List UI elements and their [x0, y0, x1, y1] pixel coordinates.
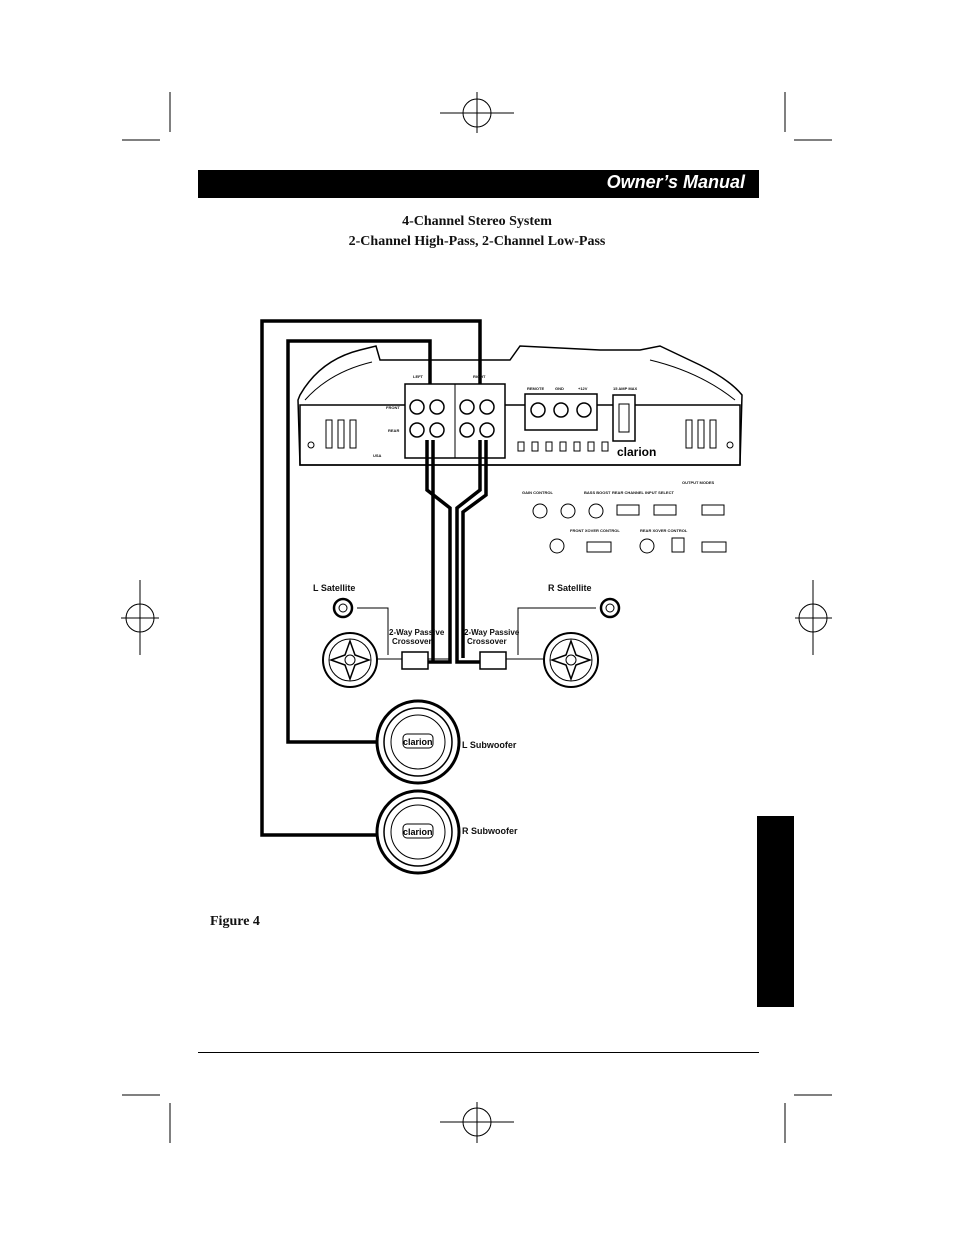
cp-rear-xover-label: REAR XOVER CONTROL — [640, 528, 688, 533]
amp-label-usa: USA — [373, 453, 382, 458]
amp-label-rear: REAR — [388, 428, 399, 433]
control-panel — [532, 503, 727, 554]
section-tab — [757, 816, 794, 1007]
r-subwoofer-brand: clarion — [403, 827, 433, 837]
crossover-left-line1: 2-Way Passive — [389, 628, 445, 637]
l-satellite-label: L Satellite — [313, 583, 355, 593]
amp-label-fuse: 15 AMP MAX — [613, 386, 638, 391]
cp-gain-label: GAIN CONTROL — [522, 490, 553, 495]
r-satellite-label: R Satellite — [548, 583, 592, 593]
amp-label-left: LEFT — [413, 374, 424, 379]
amplifier — [297, 345, 743, 466]
coaxial-speakers — [322, 632, 599, 688]
footer-rule — [198, 1052, 759, 1053]
cp-rear-select-label: REAR CHANNEL INPUT SELECT — [612, 490, 674, 495]
amp-brand-logo: clarion — [617, 445, 656, 459]
r-subwoofer-label: R Subwoofer — [462, 826, 518, 836]
crossovers — [401, 651, 507, 670]
heading-line-2: 2-Channel High-Pass, 2-Channel Low-Pass — [348, 234, 606, 249]
crossover-right-line2: Crossover — [467, 637, 507, 646]
cp-output-modes-label: OUTPUT MODES — [682, 480, 715, 485]
cp-bass-label: BASS BOOST — [584, 490, 611, 495]
speaker-wires — [260, 319, 488, 837]
crossover-right-line1: 2-Way Passive — [464, 628, 520, 637]
tweeters — [332, 597, 621, 619]
amp-label-front: FRONT — [386, 405, 400, 410]
cp-front-xover-label: FRONT XOVER CONTROL — [570, 528, 620, 533]
heading-line-1: 4-Channel Stereo System — [402, 214, 552, 229]
l-subwoofer-brand: clarion — [403, 737, 433, 747]
crossover-left-line2: Crossover — [392, 637, 432, 646]
figure-caption: Figure 4 — [210, 914, 260, 929]
amp-label-remote: REMOTE — [527, 386, 544, 391]
amp-label-12v: +12V — [578, 386, 588, 391]
header-bar: Owner’s Manual — [198, 170, 759, 198]
subwoofers — [375, 699, 461, 875]
l-subwoofer-label: L Subwoofer — [462, 740, 517, 750]
amp-label-gnd: GND — [555, 386, 564, 391]
header-title: Owner’s Manual — [606, 172, 745, 192]
